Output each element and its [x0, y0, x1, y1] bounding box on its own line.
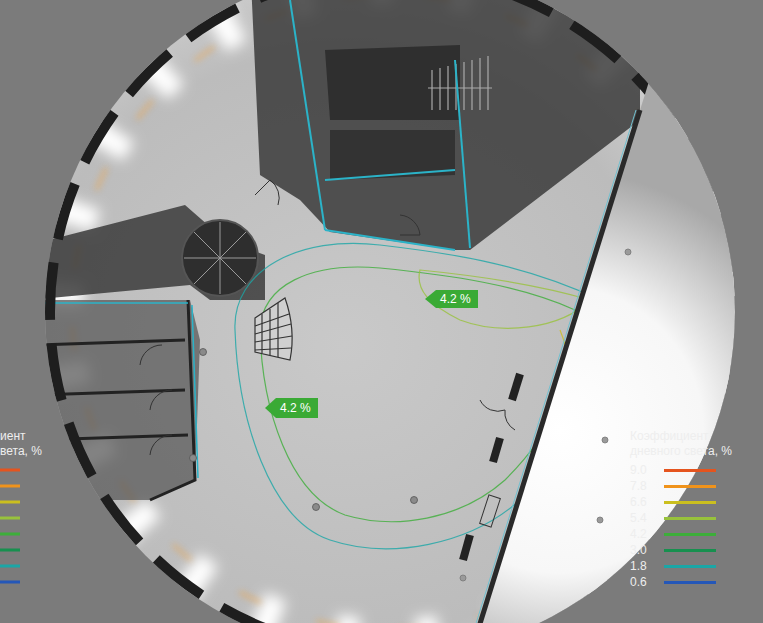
legend-entry: 5.4 [630, 510, 716, 526]
callout-fill [265, 398, 318, 418]
legend-swatch [664, 581, 716, 584]
legend-value: 6.6 [630, 495, 664, 509]
legend-entry: 7.8 [630, 478, 716, 494]
legend-swatch [664, 469, 716, 472]
legend-title-fragment: вета, % [0, 444, 42, 459]
callout-arrow: 4.2 % [425, 290, 478, 308]
legend-swatch [664, 501, 716, 504]
legend-entry: 4.2 [630, 526, 716, 542]
callout-value: 4.2 % [440, 292, 471, 306]
legend-value: 1.8 [630, 559, 664, 573]
legend-entry: 3.0 [630, 542, 716, 558]
callout-arrow: 4.2 % [265, 398, 318, 418]
legend-title: Коэффициент дневного света, % [630, 429, 748, 459]
callout-fill [425, 290, 478, 308]
legend-value: 0.6 [630, 575, 664, 589]
legend-entry: 0.6 [630, 574, 716, 590]
legend-title-fragment: иент [0, 429, 26, 444]
legend-value: 5.4 [630, 511, 664, 525]
legend-swatch [664, 485, 716, 488]
legend-swatch [664, 517, 716, 520]
legend-entry: 9.0 [630, 462, 716, 478]
legend-swatch [664, 533, 716, 536]
legend-value: 7.8 [630, 479, 664, 493]
callout-value: 4.2 % [280, 401, 311, 415]
legend-entry: 6.6 [630, 494, 716, 510]
legend-swatch [664, 565, 716, 568]
legend-value: 3.0 [630, 543, 664, 557]
legend-entry: 1.8 [630, 558, 716, 574]
legend-swatch [664, 549, 716, 552]
legend-value: 9.0 [630, 463, 664, 477]
legend-value: 4.2 [630, 527, 664, 541]
